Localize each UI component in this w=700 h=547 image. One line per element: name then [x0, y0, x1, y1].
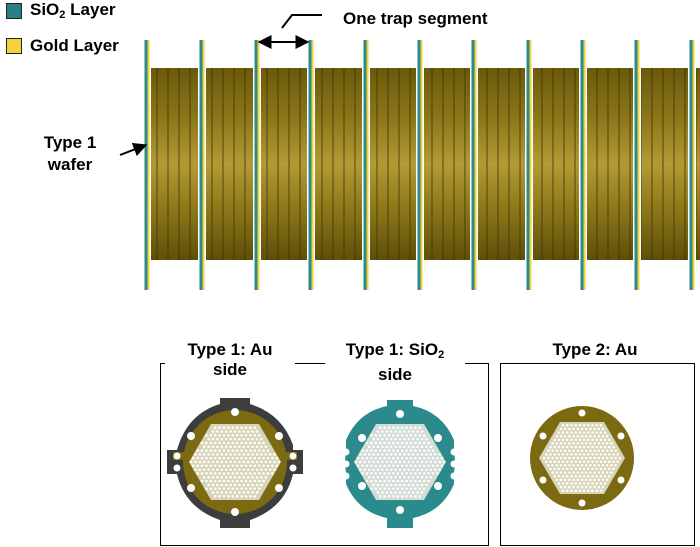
- wafer-plate: [143, 40, 151, 290]
- wafer-plate: [307, 40, 315, 290]
- wafer-plate: [416, 40, 424, 290]
- trap-stack-diagram: [119, 14, 700, 290]
- sio2-swatch: [6, 2, 22, 19]
- gold-swatch: [6, 38, 22, 54]
- legend-gold-text: Gold Layer: [30, 36, 119, 55]
- wafer-label-line1: Type 1: [43, 133, 97, 152]
- caption-type1-sio2-line1: Type 1: SiO2: [345, 340, 445, 361]
- segment-leader-line: [281, 14, 322, 29]
- wafer-plate: [253, 40, 261, 290]
- caption-type1-au: Type 1: Au side: [165, 340, 295, 380]
- wafer-type1-au: [167, 398, 303, 528]
- caption-type2-au: Type 2: Au: [515, 340, 675, 360]
- wafer-arrow: [119, 142, 148, 157]
- wafer-type1-sio2: [342, 400, 458, 528]
- wafer-type2-au: [530, 406, 634, 510]
- caption-type1-au-line1: Type 1: Au: [187, 340, 273, 359]
- legend-sio2: SiO2 Layer: [6, 0, 116, 21]
- wafer-plate: [198, 40, 206, 290]
- legend-sio2-text: SiO2 Layer: [30, 0, 116, 21]
- wafer-plate: [525, 40, 533, 290]
- caption-type2-au-line1: Type 2: Au: [552, 340, 638, 359]
- type2-au-holes: [542, 423, 622, 493]
- wafer-plate: [470, 40, 478, 290]
- caption-type1-au-line2: side: [212, 360, 248, 379]
- legend-gold: Gold Layer: [6, 36, 119, 56]
- wafer-plate: [688, 40, 696, 290]
- wafer-plate: [362, 40, 370, 290]
- type1-au-holes: [189, 426, 281, 498]
- wafer-label: Type 1 wafer: [38, 132, 102, 176]
- wafer-plate: [633, 40, 641, 290]
- wafer-plate: [579, 40, 587, 290]
- wafer-label-line2: wafer: [47, 155, 93, 174]
- segment-label: One trap segment: [343, 9, 488, 28]
- caption-type1-sio2: Type 1: SiO2 side: [325, 340, 465, 385]
- type1-sio2-holes: [354, 426, 446, 498]
- caption-type1-sio2-line2: side: [377, 365, 413, 384]
